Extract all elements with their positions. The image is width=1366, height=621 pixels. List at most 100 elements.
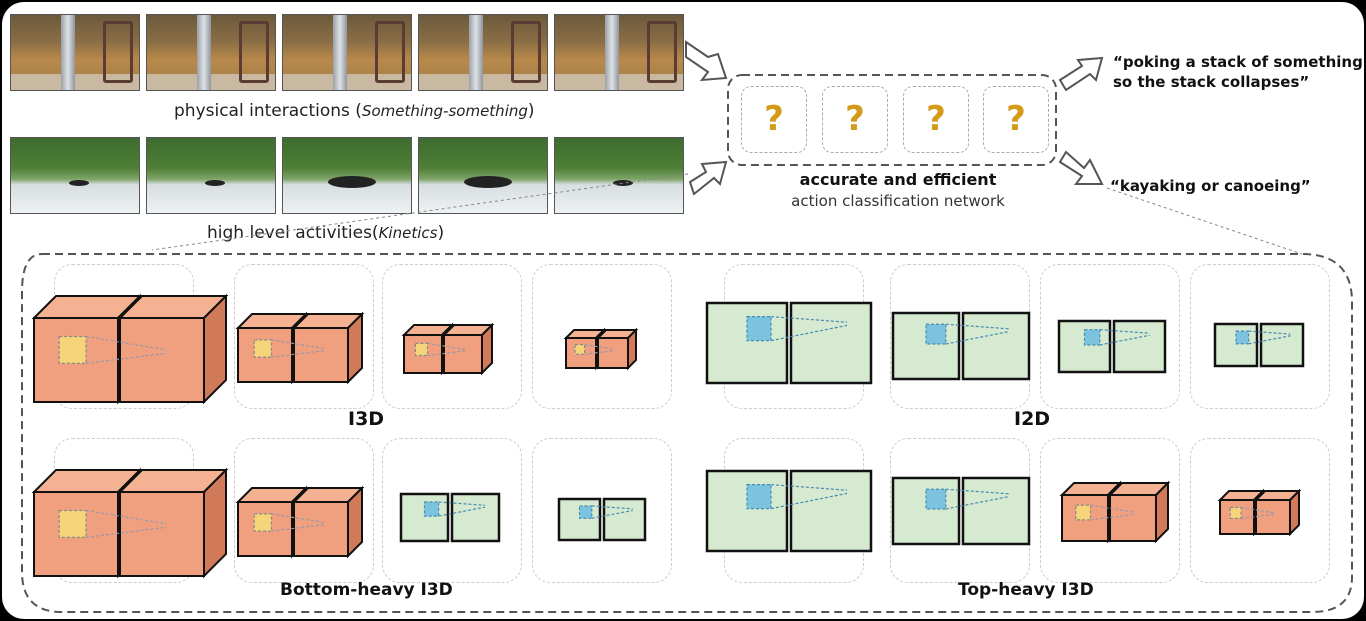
kinetics-frame-5: [554, 137, 684, 214]
i3d-cube-pair-1-kernel-line-2: [86, 352, 167, 364]
bottom-heavy-cube-pair-1-a-face: [33, 491, 119, 577]
bottom-heavy-cube-pair-1-kernel-line-2: [86, 526, 167, 538]
bottom-heavy-square-pair-1-kernel-line-1: [438, 501, 485, 506]
i2d-square-pair-1-kernel-line-1: [770, 316, 848, 323]
cell-i3d-3: [382, 264, 522, 409]
cell-i2d-3: [1040, 264, 1180, 409]
top-heavy-cube-pair-2-kernel-line-1: [1240, 506, 1275, 514]
top-heavy-square-pair-2-kernel-line-2: [945, 495, 1010, 510]
kinetics-frame-1: [10, 137, 140, 214]
something-frame-3: [282, 14, 412, 91]
top-heavy-square-pair-1-kernel-line-2: [770, 492, 848, 510]
unknown-block-3: ?: [903, 86, 969, 153]
i2d-square-pair-1-b: [789, 301, 873, 385]
i3d-cube-pair-2-kernel: [253, 339, 273, 358]
network-box: [727, 74, 1057, 166]
label-top-heavy-i3d: Top-heavy I3D: [958, 580, 1094, 600]
output-label-kinetics: “kayaking or canoeing”: [1110, 177, 1311, 195]
something-frame-4: [418, 14, 548, 91]
i3d-cube-pair-2-kernel-line-2: [271, 350, 324, 358]
top-heavy-square-pair-1-kernel: [746, 484, 772, 510]
output-label-something: “poking a stack of something so the stac…: [1113, 52, 1363, 92]
top-heavy-cube-pair-2-kernel: [1229, 506, 1242, 519]
something-frame-5: [554, 14, 684, 91]
i3d-cube-pair-2-b-face: [293, 327, 349, 383]
i3d-cube-pair-4-kernel-line-1: [584, 344, 615, 350]
i3d-cube-pair-1-b-face: [119, 317, 205, 403]
kinetics-frame-4: [418, 137, 548, 214]
i3d-cube-pair-3-b-side: [481, 322, 493, 376]
bottom-heavy-cube-pair-1-b-face: [119, 491, 205, 577]
top-heavy-cube-pair-1-kernel-line-1: [1090, 504, 1136, 514]
i3d-cube-pair-1-kernel: [58, 335, 87, 364]
bottom-heavy-cube-pair-2-kernel-line-2: [271, 524, 324, 532]
physical-interactions-caption: physical interactions (Something-somethi…: [174, 101, 535, 121]
i2d-square-pair-2-kernel-line-2: [945, 330, 1010, 345]
i2d-square-pair-4-kernel-line-2: [1248, 335, 1291, 345]
top-heavy-cube-pair-1-kernel: [1075, 504, 1092, 521]
top-heavy-square-pair-2-kernel-line-1: [945, 488, 1010, 495]
bottom-heavy-square-pair-1-kernel-line-2: [438, 506, 486, 517]
i3d-cube-pair-3-kernel: [414, 342, 429, 357]
kinetics-frame-2: [146, 137, 276, 214]
bottom-heavy-square-pair-2-b: [602, 497, 647, 542]
cell-top-heavy-4: [1190, 438, 1330, 583]
top-heavy-square-pair-2-kernel: [925, 488, 947, 510]
top-heavy-cube-pair-1-kernel-line-2: [1090, 513, 1136, 521]
top-heavy-square-pair-1-a: [705, 469, 789, 553]
i3d-cube-pair-4-b-side: [627, 327, 637, 371]
bottom-heavy-cube-pair-2-b-face: [293, 501, 349, 557]
cell-bottom-heavy-2: [234, 438, 374, 583]
bottom-heavy-square-pair-2-kernel: [578, 505, 593, 519]
unknown-block-1: ?: [741, 86, 807, 153]
i2d-square-pair-4-b: [1259, 322, 1305, 368]
i3d-cube-pair-3-kernel-line-2: [427, 350, 465, 357]
cell-top-heavy-3: [1040, 438, 1180, 583]
input-arrow-top: [685, 40, 728, 82]
i2d-square-pair-3-kernel-line-2: [1099, 334, 1150, 346]
top-heavy-cube-pair-2-kernel-line-2: [1241, 513, 1275, 519]
bottom-heavy-square-pair-1-kernel: [423, 501, 440, 517]
i2d-square-pair-4-kernel-line-1: [1248, 330, 1291, 335]
label-i3d: I3D: [348, 408, 385, 430]
label-bottom-heavy-i3d: Bottom-heavy I3D: [280, 580, 453, 600]
i2d-square-pair-4-kernel: [1235, 330, 1250, 345]
i3d-cube-pair-4-b-face: [597, 337, 629, 369]
i2d-square-pair-1-a: [705, 301, 789, 385]
i2d-square-pair-2-kernel-line-1: [945, 323, 1010, 330]
top-heavy-square-pair-2-a: [891, 476, 961, 546]
top-heavy-cube-pair-1-b-face: [1109, 494, 1157, 542]
network-title: accurate and efficient: [799, 170, 997, 189]
bottom-heavy-cube-pair-1-kernel: [58, 509, 87, 538]
cell-i3d-4: [532, 264, 672, 409]
top-heavy-square-pair-1-b: [789, 469, 873, 553]
cell-i3d-2: [234, 264, 374, 409]
i3d-cube-pair-1-kernel-line-1: [85, 335, 167, 351]
cell-bottom-heavy-3: [382, 438, 522, 583]
architecture-container: [21, 253, 1353, 613]
bottom-heavy-square-pair-1-b: [450, 492, 501, 543]
bottom-heavy-square-pair-2-a: [557, 497, 602, 542]
top-heavy-cube-pair-2-b-face: [1255, 499, 1291, 535]
cell-i2d-4: [1190, 264, 1330, 409]
top-heavy-square-pair-2-b: [961, 476, 1031, 546]
i3d-cube-pair-2-kernel-line-1: [271, 339, 324, 350]
label-i2d: I2D: [1014, 408, 1051, 430]
something-frame-1: [10, 14, 140, 91]
i2d-square-pair-2-b: [961, 311, 1031, 381]
i3d-cube-pair-3-kernel-line-1: [427, 342, 465, 351]
output-arrow-top: [1058, 56, 1104, 92]
cell-bottom-heavy-4: [532, 438, 672, 583]
kinetics-frame-3: [282, 137, 412, 214]
i3d-cube-pair-4-kernel-line-2: [584, 350, 615, 355]
i2d-square-pair-2-kernel: [925, 323, 947, 345]
bottom-heavy-cube-pair-1-kernel-line-1: [85, 509, 167, 525]
i2d-square-pair-3-kernel: [1083, 329, 1101, 346]
i2d-square-pair-3-b: [1112, 319, 1167, 374]
bottom-heavy-cube-pair-2-kernel-line-1: [271, 513, 324, 524]
bottom-heavy-cube-pair-2-kernel: [253, 513, 273, 532]
unknown-block-2: ?: [822, 86, 888, 153]
